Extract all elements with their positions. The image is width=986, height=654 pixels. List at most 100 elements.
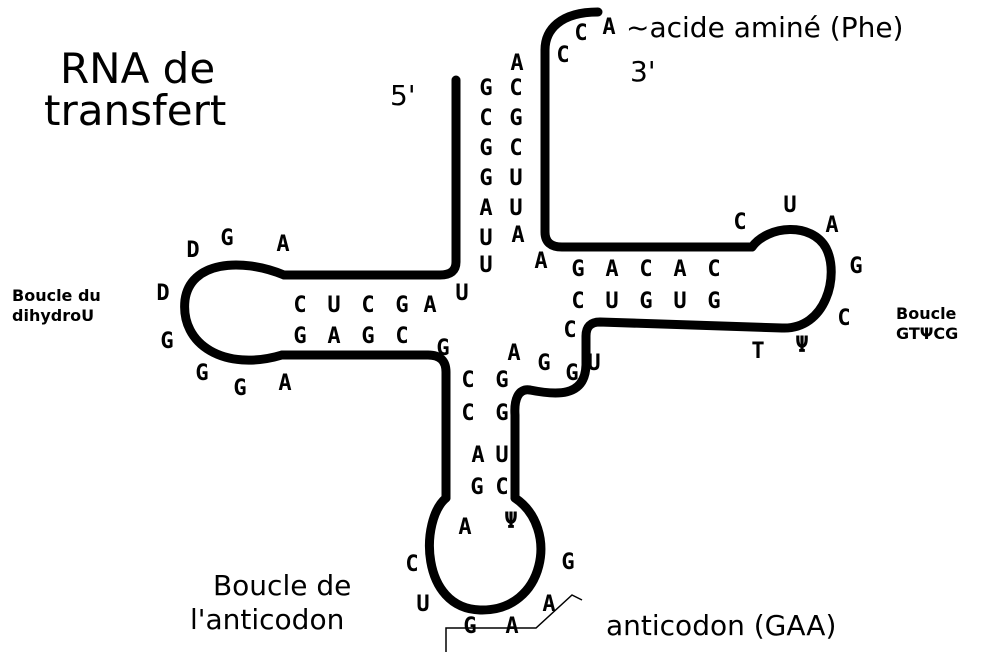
nucleotide-acceptor-end-3: C — [574, 21, 587, 46]
nucleotide-d-stem-top-4: G — [395, 293, 408, 318]
page-title: RNA de transfert — [44, 44, 242, 132]
ac-left-strand — [277, 350, 451, 503]
nucleotide-acceptor-3-1: C — [509, 76, 522, 101]
nucleotide-ac-stem-right-4: C — [495, 475, 508, 500]
nucleotide-variable-4: G — [537, 351, 550, 376]
backbone — [180, 7, 836, 615]
dihydrou-loop-label: Boucle du dihydroU — [12, 288, 101, 324]
nucleotide-acceptor-5-2: C — [479, 106, 492, 131]
nucleotide-ac-loop-3: C — [405, 552, 418, 577]
nucleotide-ac-loop-6: G — [463, 614, 476, 639]
title-line-1: RNA de — [60, 44, 216, 93]
nucleotide-d-stem-top-3: C — [361, 293, 374, 318]
nucleotide-ac-stem-left-4: G — [470, 475, 483, 500]
nucleotide-t-stem-bottom-3: G — [639, 289, 652, 314]
nucleotide-t-stem-top-4: A — [673, 257, 686, 282]
anticodon-loop-label: Boucle de l'anticodon — [190, 569, 359, 634]
nucleotide-d-stem-top-2: U — [327, 293, 340, 318]
nucleotide-t-stem-bottom-2: U — [605, 289, 618, 314]
acceptor-3-strand — [540, 7, 757, 252]
nucleotide-ac-stem-right-3: U — [495, 443, 508, 468]
anticodon-bracket — [445, 594, 583, 652]
dihydrou-loop-line-2: dihydroU — [12, 306, 95, 325]
nucleotide-ac-loop-8: A — [542, 592, 555, 617]
nucleotide-t-loop-1: C — [733, 210, 746, 235]
nucleotide-d-loop-8: A — [278, 371, 291, 396]
three-prime-label: 3' — [630, 55, 656, 88]
nucleotide-t-loop-3: A — [825, 213, 838, 238]
nucleotide-acceptor-3-4: U — [509, 166, 522, 191]
nucleotide-acceptor-5-5: A — [479, 196, 492, 221]
nucleotide-t-stem-bottom-1: C — [571, 289, 584, 314]
five-prime-label: 5' — [390, 79, 416, 112]
nucleotide-variable-1: C — [563, 318, 576, 343]
amino-acid-label: ~acide aminé (Phe) — [626, 11, 904, 44]
anticodon-loop-line-2: l'anticodon — [190, 603, 345, 636]
nucleotide-variable-5: A — [507, 341, 520, 366]
nucleotide-junction-1: U — [455, 281, 468, 306]
nucleotide-t-stem-top-2: A — [605, 257, 618, 282]
nucleotide-d-stem-top-1: C — [293, 293, 306, 318]
nucleotide-ac-stem-left-1: C — [461, 368, 474, 393]
nucleotide-d-loop-3: A — [276, 232, 289, 257]
nucleotide-d-loop-1: D — [186, 238, 199, 263]
nucleotide-acceptor-end-1: A — [510, 51, 523, 76]
nucleotide-t-stem-top-3: C — [639, 257, 652, 282]
variable-loop — [510, 360, 591, 503]
nucleotide-t-loop-6: Ψ — [795, 333, 808, 358]
nucleotide-ac-loop-1: A — [458, 515, 471, 540]
nucleotide-acceptor-3-3: C — [509, 136, 522, 161]
nucleotide-acceptor-5-1: G — [479, 76, 492, 101]
anticodon-loop — [425, 493, 546, 615]
nucleotide-t-stem-top-5: C — [707, 257, 720, 282]
nucleotide-t-loop-4: G — [849, 254, 862, 279]
t-loop — [581, 225, 836, 370]
dihydrou-loop-line-1: Boucle du — [12, 286, 101, 305]
nucleotide-d-stem-bottom-2: A — [327, 324, 340, 349]
nucleotide-d-loop-2: G — [220, 226, 233, 251]
nucleotide-acceptor-end-4: A — [602, 15, 615, 40]
nucleotide-t-loop-7: T — [751, 339, 764, 364]
nucleotide-variable-2: U — [587, 351, 600, 376]
nucleotide-ac-stem-right-1: G — [495, 368, 508, 393]
nucleotide-ac-stem-left-2: C — [461, 401, 474, 426]
d-loop — [180, 260, 289, 365]
nucleotide-junction-2: A — [534, 249, 547, 274]
nucleotide-d-loop-7: G — [233, 376, 246, 401]
nucleotide-ac-stem-right-2: G — [495, 401, 508, 426]
nucleotide-ac-loop-7: A — [505, 614, 518, 639]
nucleotide-d-loop-5: G — [160, 329, 173, 354]
tpsic-loop-line-2: GTΨCG — [896, 324, 959, 343]
nucleotide-d-stem-bottom-3: G — [361, 324, 374, 349]
nucleotide-d-loop-4: D — [156, 281, 169, 306]
nucleotide-t-stem-bottom-5: G — [707, 289, 720, 314]
nucleotide-d-stem-bottom-1: G — [293, 324, 306, 349]
anticodon-loop-line-1: Boucle de — [212, 569, 352, 602]
nucleotide-acceptor-3-6: A — [511, 223, 524, 248]
nucleotide-t-stem-top-1: G — [571, 257, 584, 282]
nucleotide-acceptor-5-3: G — [479, 136, 492, 161]
nucleotide-t-stem-bottom-4: U — [673, 289, 686, 314]
nucleotide-d-stem-top-5: A — [423, 293, 436, 318]
nucleotide-t-loop-5: C — [837, 306, 850, 331]
nucleotide-acceptor-end-2: C — [556, 43, 569, 68]
nucleotide-acceptor-5-4: G — [479, 166, 492, 191]
nucleotide-variable-3: G — [565, 361, 578, 386]
nucleotide-t-loop-2: U — [783, 193, 796, 218]
nucleotide-d-stem-bottom-4: C — [395, 324, 408, 349]
nucleotide-acceptor-3-2: G — [509, 106, 522, 131]
nucleotide-acceptor-3-5: U — [509, 196, 522, 221]
nucleotide-ac-loop-4: G — [561, 550, 574, 575]
acceptor-5-strand — [279, 75, 461, 280]
tpsic-loop-line-1: Boucle — [896, 304, 957, 323]
nucleotide-d-loop-6: G — [195, 361, 208, 386]
nucleotide-variable-6: G — [436, 336, 449, 361]
anticodon-label: anticodon (GAA) — [606, 609, 837, 642]
tpsic-loop-label: Boucle GTΨCG — [896, 306, 958, 342]
nucleotide-acceptor-5-6: U — [479, 226, 492, 251]
nucleotide-ac-loop-5: U — [416, 592, 429, 617]
nucleotide-acceptor-5-7: U — [479, 253, 492, 278]
nucleotide-ac-stem-left-3: A — [471, 443, 484, 468]
